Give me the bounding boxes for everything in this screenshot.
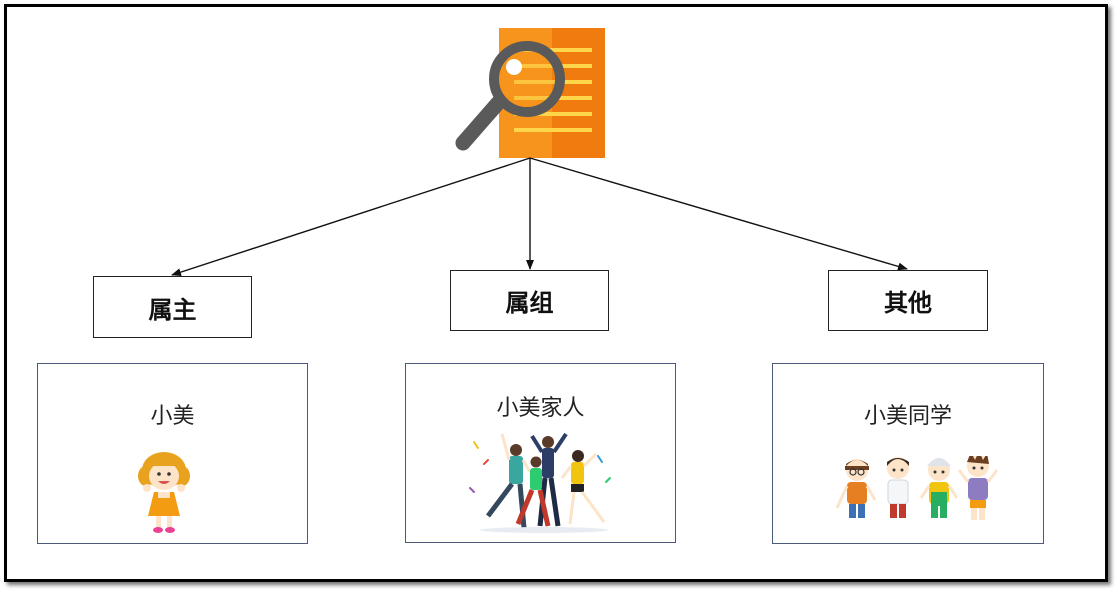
group-others-label: 小美同学 xyxy=(863,404,952,429)
connectors xyxy=(171,157,908,277)
arrow-to-others xyxy=(529,157,908,271)
group-group-box: 小美家人 xyxy=(405,363,676,543)
arrow-to-owner xyxy=(171,157,531,277)
category-group-label: 属组 xyxy=(505,289,554,317)
family-group-icon xyxy=(469,432,611,533)
girl-icon xyxy=(138,452,190,533)
document-search-icon xyxy=(455,28,605,158)
group-owner-label: 小美 xyxy=(150,404,195,429)
group-group-label: 小美家人 xyxy=(496,396,585,421)
category-owner-label: 属主 xyxy=(148,295,197,324)
group-owner-box: 小美 xyxy=(37,363,308,544)
category-group: 属组 xyxy=(450,270,609,331)
category-others-label: 其他 xyxy=(884,289,932,317)
category-others: 其他 xyxy=(828,270,988,331)
group-others-box: 小美同学 xyxy=(772,363,1044,544)
category-owner: 属主 xyxy=(93,276,252,338)
classmates-icon xyxy=(835,456,999,520)
